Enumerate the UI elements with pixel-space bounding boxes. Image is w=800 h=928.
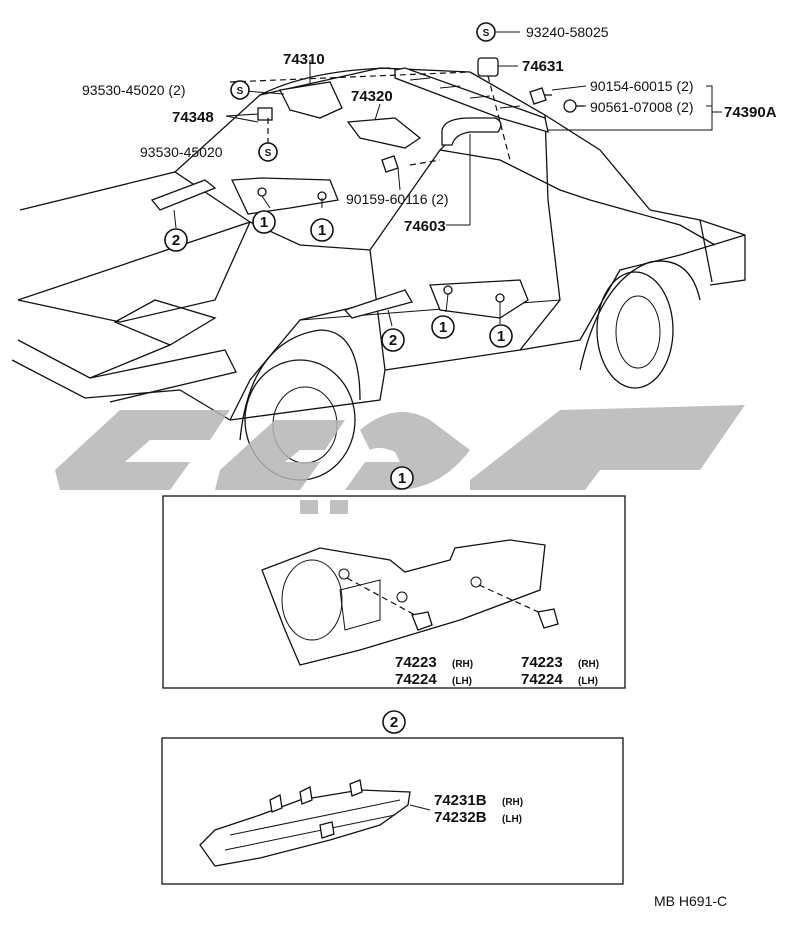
assist-grip-part (441, 117, 502, 146)
label-74603: 74603 (404, 218, 446, 235)
svg-text:74223: 74223 (395, 654, 437, 671)
svg-text:2: 2 (172, 232, 180, 249)
label-74390A: 74390A (724, 104, 777, 121)
svg-text:74232B: 74232B (434, 809, 487, 826)
callout-1-front-b: 1 (310, 218, 334, 242)
label-74310: 74310 (283, 51, 325, 68)
svg-text:S: S (265, 148, 272, 159)
sun-visor-right-part (346, 117, 422, 149)
svg-text:S: S (483, 28, 490, 39)
detail-2-box (161, 737, 624, 885)
detail-1-trim-panel (261, 539, 559, 666)
svg-text:74224: 74224 (395, 671, 437, 688)
svg-text:(LH): (LH) (502, 814, 522, 825)
svg-text:1: 1 (497, 328, 505, 345)
callout-2-lower: 2 (381, 328, 405, 352)
svg-text:(LH): (LH) (452, 676, 472, 687)
s-symbol-left-lower: S (258, 142, 278, 162)
svg-text:2: 2 (389, 332, 397, 349)
guide-lines (229, 71, 511, 166)
detail-2-header: 2 (382, 710, 406, 734)
svg-text:(LH): (LH) (578, 676, 598, 687)
callout-1-rear-a: 1 (431, 315, 455, 339)
label-93240-58025: 93240-58025 (526, 24, 609, 40)
svg-text:1: 1 (398, 470, 406, 487)
detail-1-labels-left: 74223 (RH) 74224 (LH) (395, 654, 473, 688)
s-symbol-top: S (476, 22, 496, 42)
roof-rail-part (394, 67, 549, 133)
svg-text:(RH): (RH) (502, 797, 523, 808)
detail-2-labels: 74231B (RH) 74232B (LH) (434, 792, 523, 826)
callout-2-upper: 2 (164, 228, 188, 252)
label-90561-07008: 90561-07008 (2) (590, 99, 694, 115)
svg-text:2: 2 (390, 714, 398, 731)
detail-2-lamp (199, 779, 431, 867)
label-90154-60015: 90154-60015 (2) (590, 78, 694, 94)
watermark-logo (55, 405, 745, 514)
svg-text:74224: 74224 (521, 671, 563, 688)
visor-holder-part (257, 107, 273, 121)
callout-1-rear-b: 1 (489, 324, 513, 348)
svg-text:(RH): (RH) (578, 659, 599, 670)
label-90159-60116: 90159-60116 (2) (346, 191, 448, 207)
label-74631: 74631 (522, 58, 564, 75)
label-93530-45020-2: 93530-45020 (2) (82, 82, 186, 98)
svg-text:1: 1 (318, 222, 326, 239)
detail-1-header: 1 (390, 466, 414, 490)
callout-1-front-a: 1 (252, 210, 276, 234)
footer-code: MB H691-C (654, 893, 727, 909)
screws (381, 87, 584, 173)
label-74348: 74348 (172, 109, 214, 126)
door-trim-rear (429, 279, 529, 319)
svg-text:1: 1 (439, 319, 447, 336)
svg-text:1: 1 (260, 214, 268, 231)
svg-text:74231B: 74231B (434, 792, 487, 809)
detail-1-labels-right: 74223 (RH) 74224 (LH) (521, 654, 599, 688)
svg-text:S: S (237, 86, 244, 97)
label-93530-45020: 93530-45020 (140, 144, 223, 160)
svg-text:74223: 74223 (521, 654, 563, 671)
door-trim-front (231, 177, 339, 215)
courtesy-lamp-lower (343, 289, 413, 319)
courtesy-lamp-upper (150, 179, 217, 211)
leader-lines (173, 31, 722, 327)
clip-part (477, 57, 499, 77)
s-symbol-left-upper: S (230, 80, 250, 100)
svg-text:(RH): (RH) (452, 659, 473, 670)
sun-visor-left-part (279, 81, 343, 119)
label-74320: 74320 (351, 88, 393, 105)
detail-1-box (162, 495, 626, 689)
